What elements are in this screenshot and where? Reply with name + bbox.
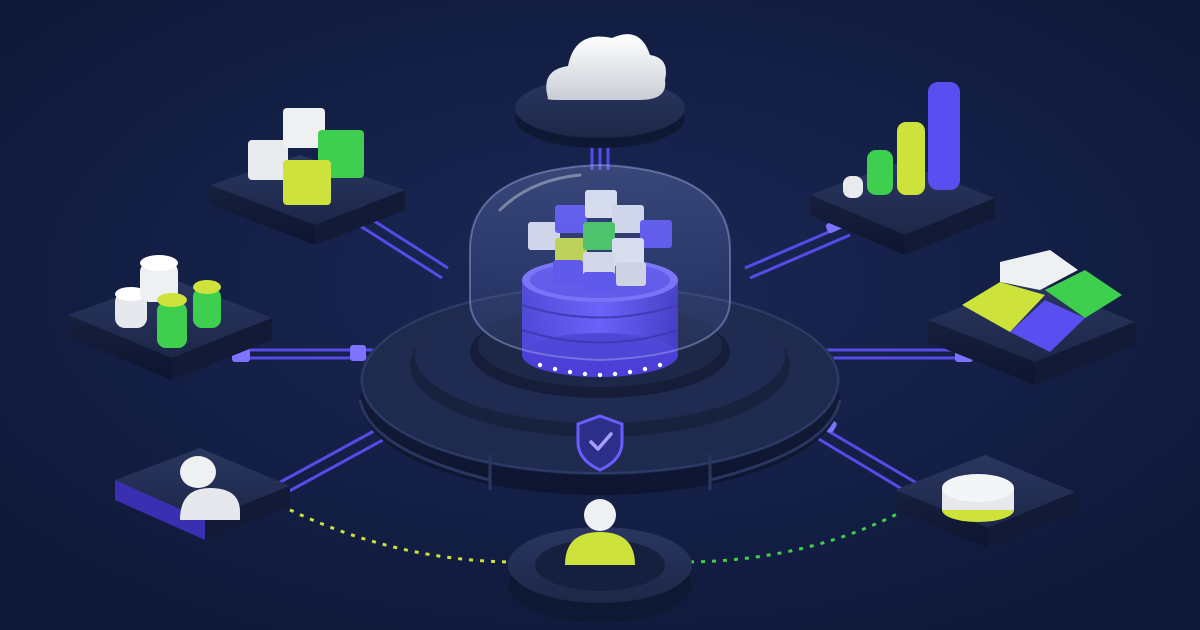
glass-dome	[469, 163, 731, 362]
person-icon	[565, 499, 635, 565]
shield-check-icon	[576, 414, 624, 472]
bar-chart-icon	[843, 82, 960, 198]
disk-icon	[942, 474, 1014, 522]
cloud-icon	[546, 34, 666, 101]
cubes-node	[210, 108, 405, 245]
bar-chart-node	[810, 82, 995, 255]
user-icon	[180, 456, 240, 520]
user-node	[115, 448, 290, 540]
person-node	[508, 499, 692, 623]
cylinders-node	[68, 255, 272, 380]
blocks-icon	[248, 108, 364, 205]
puzzle-node	[928, 250, 1135, 385]
disk-node	[895, 455, 1075, 548]
cloud-node	[515, 34, 685, 148]
cylinders-icon	[115, 255, 221, 348]
puzzle-icon	[962, 250, 1122, 352]
dotted-link-left	[279, 503, 511, 564]
